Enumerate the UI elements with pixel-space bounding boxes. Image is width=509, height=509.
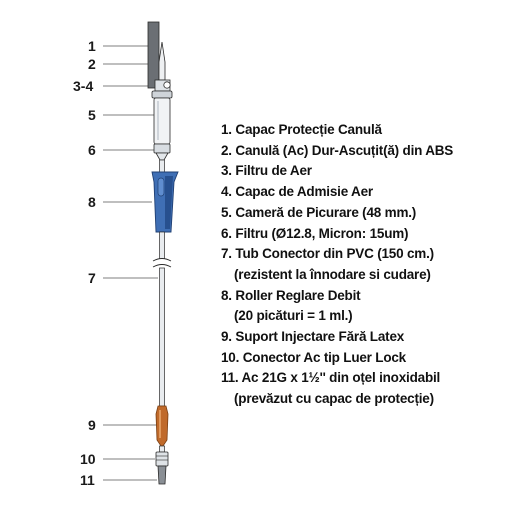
callout-label-6: 6	[88, 142, 96, 158]
legend-item-10: 10. Conector Ac tip Luer Lock	[221, 349, 406, 365]
legend-item-5: 5. Cameră de Picurare (48 mm.)	[221, 204, 417, 220]
injection-site	[155, 405, 169, 447]
filter-taper	[155, 152, 169, 161]
callout-label-8: 8	[88, 194, 96, 210]
pvc-tube-upper	[159, 159, 165, 173]
legend-item-11: 11. Ac 21G x 1½'' din oțel inoxidabil	[221, 370, 441, 386]
drip-chamber-collar	[151, 90, 173, 99]
legend-item-7: 7. Tub Conector din PVC (150 cm.)	[221, 246, 434, 262]
roller-clamp-shade	[165, 176, 173, 229]
pvc-tube-lower	[159, 267, 165, 407]
injection-site-highlight	[159, 410, 161, 438]
pvc-tube-bottom	[159, 445, 165, 453]
legend-item-2: 2. Canulă (Ac) Dur-Ascuțit(ă) din ABS	[221, 142, 454, 158]
callout-label-7: 7	[88, 270, 96, 286]
legend-item-7-detail: (rezistent la înnodare si cudare)	[234, 266, 431, 282]
tube-break-gap	[150, 259, 174, 268]
callout-label-10: 10	[80, 451, 96, 467]
roller-wheel	[157, 177, 165, 197]
air-vent-cap	[163, 81, 171, 89]
leader-lines	[103, 45, 158, 481]
callout-label-5: 5	[88, 107, 96, 123]
drip-chamber	[153, 97, 171, 145]
legend-item-3: 3. Filtru de Aer	[221, 163, 312, 179]
callout-label-9: 9	[88, 417, 96, 433]
pvc-tube-mid	[159, 231, 165, 261]
legend-item-8: 8. Roller Reglare Debit	[221, 287, 361, 303]
legend-item-1: 1. Capac Protecție Canulă	[221, 122, 382, 137]
legend-item-11-detail: (prevăzut cu capac de protecție)	[234, 391, 434, 407]
protective-cap	[147, 21, 160, 89]
legend-item-6: 6. Filtru (Ø12.8, Micron: 15um)	[221, 225, 409, 241]
callout-label-3-4: 3-4	[73, 78, 94, 94]
fluid-filter	[153, 143, 171, 154]
callout-label-1: 1	[88, 38, 96, 54]
spike-cannula	[158, 41, 166, 81]
needle-protective-cap	[157, 465, 167, 485]
legend-item-4: 4. Capac de Admisie Aer	[221, 184, 373, 200]
tube-break-mark-top	[152, 258, 172, 262]
legend-item-9: 9. Suport Injectare Fără Latex	[221, 329, 405, 345]
callout-label-2: 2	[88, 56, 96, 72]
callout-label-11: 11	[80, 472, 95, 488]
legend-item-8-detail: (20 picături = 1 ml.)	[234, 308, 353, 324]
tube-break-mark-bottom	[152, 264, 172, 268]
luer-lock-connector	[155, 451, 169, 467]
component-legend: 1. Capac Protecție Canulă 2. Canulă (Ac)…	[221, 120, 501, 410]
